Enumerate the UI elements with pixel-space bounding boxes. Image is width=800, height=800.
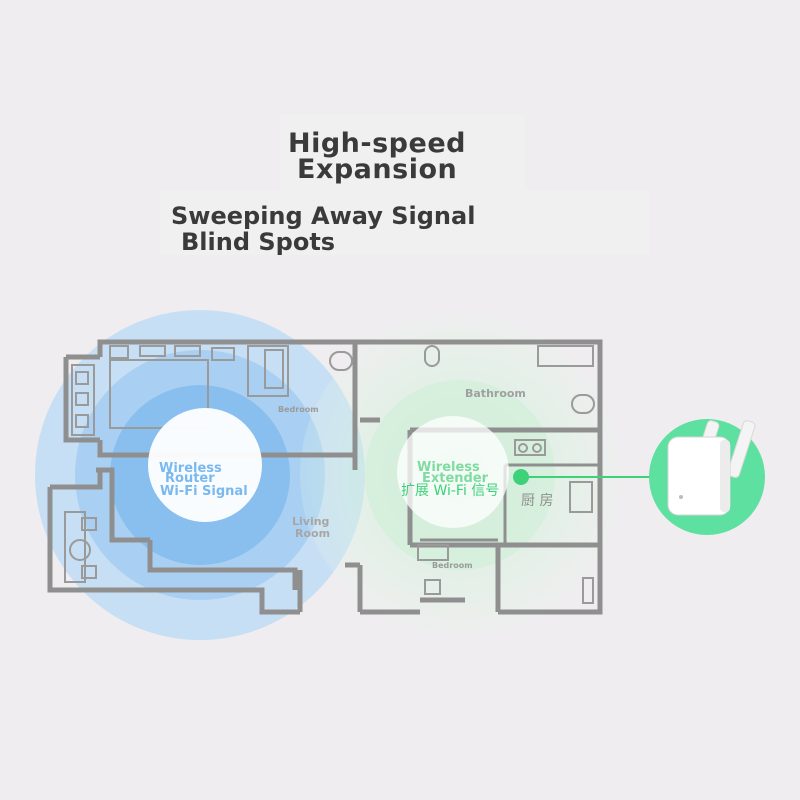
router-center-disc — [148, 408, 262, 522]
headline-backdrop-top — [280, 115, 525, 190]
extender-label-line-1: Wireless — [417, 460, 480, 475]
device-callout — [649, 419, 765, 535]
extender-label-line-3: 扩展 Wi-Fi 信号 — [401, 483, 499, 499]
room-label-bedroom-bottom: Bedroom — [432, 561, 473, 570]
wifi-extender-device-icon — [667, 420, 756, 516]
headline-line-1: High-speed — [288, 128, 466, 159]
extender-location-dot — [513, 469, 529, 485]
router-label-line-3: Wi-Fi Signal — [160, 484, 248, 499]
headline-line-4: Blind Spots — [181, 228, 336, 256]
extender-center-disc — [397, 416, 509, 528]
floor-plan-fixtures — [64, 345, 595, 604]
headline-line-3: Sweeping Away Signal — [171, 202, 476, 230]
headline-line-2: Expansion — [297, 154, 458, 185]
headline-backdrop-bottom — [160, 190, 650, 255]
floor-plan-walls — [47, 339, 603, 615]
extender-label-line-2: Extender — [422, 471, 489, 486]
router-label-line-1: Wireless — [159, 461, 222, 476]
room-label-living-1: Living — [292, 515, 329, 528]
router-label-line-2: Router — [165, 471, 215, 486]
room-label-living-2: Room — [295, 527, 330, 540]
room-label-bathroom: Bathroom — [465, 387, 526, 400]
room-label-bedroom-top: Bedroom — [278, 405, 319, 414]
room-label-kitchen: 厨 房 — [521, 493, 553, 509]
